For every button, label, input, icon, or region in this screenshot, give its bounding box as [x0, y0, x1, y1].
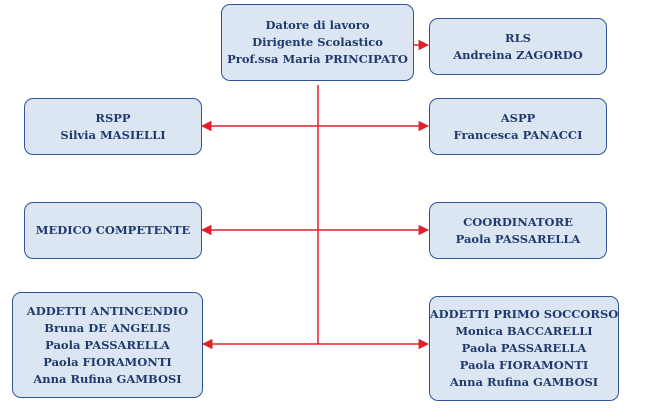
node-line: Paola FIORAMONTI: [43, 354, 172, 369]
node-line: Silvia MASIELLI: [60, 127, 166, 142]
node-aspp: ASPP Francesca PANACCI: [429, 98, 607, 155]
node-medico-competente: MEDICO COMPETENTE: [24, 202, 202, 259]
node-line: Francesca PANACCI: [453, 127, 583, 142]
node-rspp: RSPP Silvia MASIELLI: [24, 98, 202, 155]
node-line: Paola PASSARELLA: [461, 341, 587, 355]
node-coordinatore: COORDINATORE Paola PASSARELLA: [429, 202, 607, 259]
node-line: Bruna DE ANGELIS: [44, 320, 171, 335]
node-line: RSPP: [95, 110, 131, 125]
node-line: Anna Rufina GAMBOSI: [449, 375, 599, 389]
node-line: COORDINATORE: [463, 214, 573, 229]
node-line: MEDICO COMPETENTE: [35, 223, 191, 237]
node-line: Monica BACCARELLI: [455, 324, 593, 338]
node-line: Dirigente Scolastico: [252, 35, 383, 49]
node-line: Andreina ZAGORDO: [453, 47, 583, 62]
node-addetti-antincendio: ADDETTI ANTINCENDIO Bruna DE ANGELIS Pao…: [12, 292, 203, 398]
node-line: RLS: [505, 30, 531, 45]
node-line: Paola PASSARELLA: [455, 231, 581, 246]
node-rls: RLS Andreina ZAGORDO: [429, 18, 607, 75]
node-line: Prof.ssa Maria PRINCIPATO: [227, 52, 408, 66]
node-line: Paola PASSARELLA: [45, 337, 170, 352]
node-line: ASPP: [500, 110, 536, 125]
node-line: ADDETTI ANTINCENDIO: [26, 303, 189, 318]
node-datore-di-lavoro: Datore di lavoro Dirigente Scolastico Pr…: [221, 4, 414, 81]
node-line: ADDETTI PRIMO SOCCORSO: [429, 307, 619, 321]
node-line: Anna Rufina GAMBOSI: [33, 371, 182, 386]
node-line: Datore di lavoro: [265, 18, 370, 32]
node-addetti-primo-soccorso: ADDETTI PRIMO SOCCORSO Monica BACCARELLI…: [429, 296, 619, 401]
node-line: Paola FIORAMONTI: [459, 358, 589, 372]
